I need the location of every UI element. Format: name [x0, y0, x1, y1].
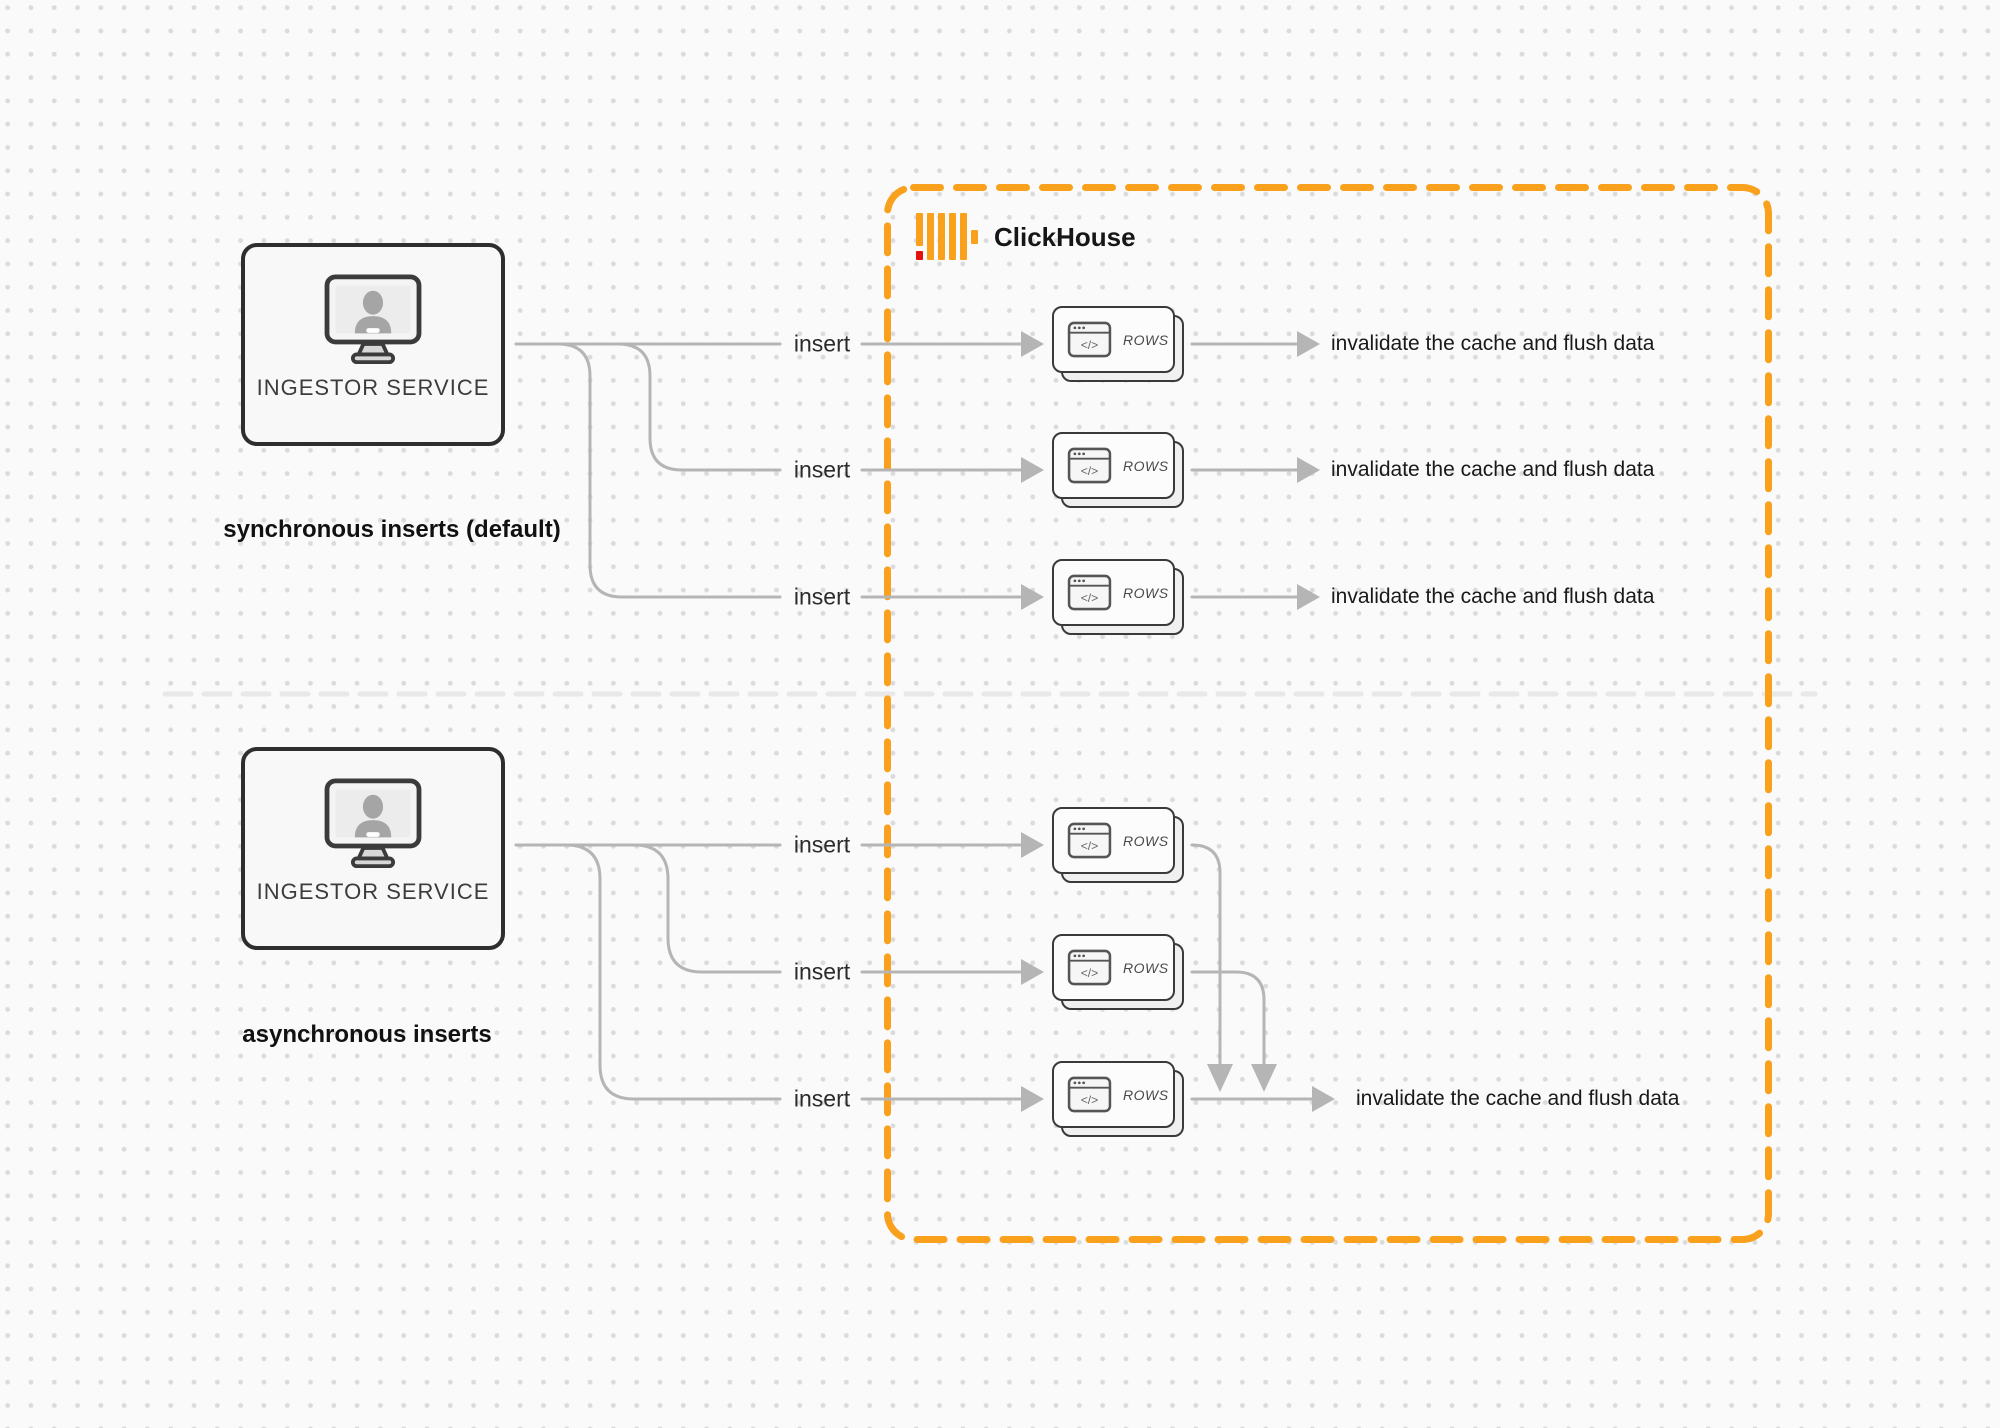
rows-card: ROWS — [1052, 807, 1175, 874]
async-ingestor-box: INGESTOR SERVICE — [241, 747, 505, 950]
sync-rows-card-3: ROWS — [1052, 559, 1185, 636]
clickhouse-boundary — [884, 184, 1772, 1243]
rows-label: ROWS — [1123, 832, 1169, 849]
rows-card: ROWS — [1052, 306, 1175, 373]
async-insert-label-3: insert — [793, 1085, 851, 1112]
sync-result-label-2: invalidate the cache and flush data — [1331, 458, 1655, 481]
sync-rows-card-2: ROWS — [1052, 432, 1185, 509]
sync-caption: synchronous inserts (default) — [223, 516, 561, 543]
browser-window-icon — [1067, 822, 1112, 859]
browser-window-icon — [1067, 574, 1112, 611]
sync-insert-label-1: insert — [793, 330, 851, 357]
async-insert-label-2: insert — [793, 958, 851, 985]
monitor-user-icon — [323, 777, 423, 869]
browser-window-icon — [1067, 447, 1112, 484]
async-rows-card-1: ROWS — [1052, 807, 1185, 884]
async-caption: asynchronous inserts — [242, 1021, 492, 1048]
clickhouse-title: ClickHouse — [994, 221, 1136, 252]
rows-card: ROWS — [1052, 934, 1175, 1001]
monitor-user-icon — [323, 273, 423, 365]
sync-connectors — [514, 331, 1320, 610]
rows-card: ROWS — [1052, 432, 1175, 499]
async-rows-card-3: ROWS — [1052, 1061, 1185, 1138]
browser-window-icon — [1067, 321, 1112, 358]
async-result-label: invalidate the cache and flush data — [1356, 1087, 1680, 1110]
browser-window-icon — [1067, 1076, 1112, 1113]
sync-insert-label-3: insert — [793, 583, 851, 610]
rows-card: ROWS — [1052, 559, 1175, 626]
rows-label: ROWS — [1123, 1086, 1169, 1103]
async-connectors — [514, 832, 1335, 1112]
async-rows-card-2: ROWS — [1052, 934, 1185, 1011]
sync-insert-label-2: insert — [793, 456, 851, 483]
async-insert-label-1: insert — [793, 831, 851, 858]
rows-label: ROWS — [1123, 959, 1169, 976]
rows-label: ROWS — [1123, 457, 1169, 474]
sync-result-label-3: invalidate the cache and flush data — [1331, 585, 1655, 608]
clickhouse-header: ClickHouse — [916, 212, 1136, 262]
sync-result-label-1: invalidate the cache and flush data — [1331, 332, 1655, 355]
rows-label: ROWS — [1123, 331, 1169, 348]
async-ingestor-label: INGESTOR SERVICE — [256, 879, 490, 904]
sync-rows-card-1: ROWS — [1052, 306, 1185, 383]
rows-card: ROWS — [1052, 1061, 1175, 1128]
rows-label: ROWS — [1123, 584, 1169, 601]
sync-ingestor-label: INGESTOR SERVICE — [256, 375, 490, 400]
sync-ingestor-box: INGESTOR SERVICE — [241, 243, 505, 446]
browser-window-icon — [1067, 949, 1112, 986]
clickhouse-logo-icon — [916, 213, 978, 260]
